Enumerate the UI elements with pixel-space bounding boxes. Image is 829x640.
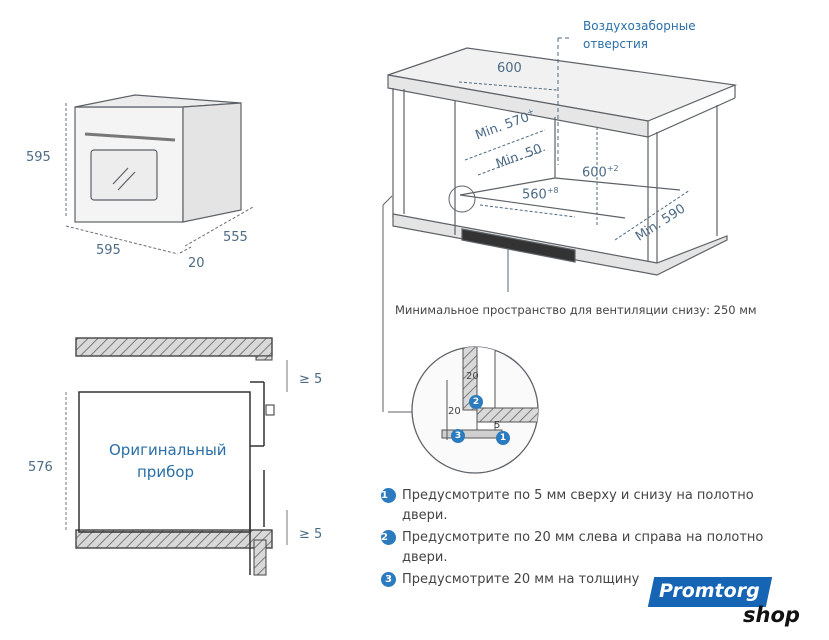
gap-top-label: ≥ 5 — [299, 372, 323, 387]
promtorg-logo[interactable]: Promtorg shop — [647, 577, 811, 633]
note-2-line1: Предусмотрите по 20 мм слева и справа на… — [402, 530, 764, 545]
logo-suffix-text: shop — [743, 603, 800, 627]
detail-marker-1: 1 — [496, 431, 510, 445]
detail-marker-2: 2 — [469, 395, 483, 409]
oven-width-label: 595 — [96, 243, 121, 258]
note-1-line1: Предусмотрите по 5 мм сверху и снизу на … — [402, 488, 754, 503]
note-1: 1 Предусмотрите по 5 мм сверху и снизу на… — [381, 486, 793, 526]
oven-dimension-lines — [65, 103, 254, 255]
detail-5-label: 5 — [494, 420, 501, 431]
oven-drawing — [74, 94, 242, 223]
section-height-576-label: 576 — [28, 460, 53, 475]
logo-brand-text: Promtorg — [659, 580, 760, 602]
oven-height-label: 595 — [26, 150, 51, 165]
gap-bottom-label: ≥ 5 — [299, 527, 323, 542]
cabinet-width-560-label: 560+8 — [522, 186, 559, 203]
detail-marker-3: 3 — [451, 429, 465, 443]
note-2-number: 2 — [381, 530, 396, 545]
oven-depth-label: 555 — [223, 230, 248, 245]
note-3-line1: Предусмотрите 20 мм на толщину — [402, 572, 640, 587]
note-2-line2: двери. — [402, 550, 448, 565]
air-intake-label-line2: отверстия — [583, 37, 649, 51]
appliance-label-line2: прибор — [137, 463, 195, 481]
cabinet-height-600-label: 600+2 — [582, 164, 619, 181]
cabinet-dimension-lines — [458, 37, 691, 292]
detail-20-left-label: 20 — [448, 406, 461, 417]
air-intake-label: Воздухозаборные — [583, 19, 696, 33]
cabinet-drawing — [387, 47, 738, 276]
note-3-number: 3 — [381, 572, 396, 587]
detail-20-top-label: 20 — [466, 371, 479, 382]
section-drawing — [65, 337, 288, 576]
appliance-label: Оригинальный — [109, 441, 227, 459]
cabinet-width-600-label: 600 — [497, 61, 522, 76]
note-2: 2 Предусмотрите по 20 мм слева и справа н… — [381, 528, 793, 568]
note-3: 3 Предусмотрите 20 мм на толщину — [381, 570, 793, 590]
note-1-line2: двери. — [402, 508, 448, 523]
ventilation-note: Минимальное пространство для вентиляции … — [395, 303, 757, 317]
oven-door-thickness-label: 20 — [188, 256, 205, 271]
note-1-number: 1 — [381, 488, 396, 503]
